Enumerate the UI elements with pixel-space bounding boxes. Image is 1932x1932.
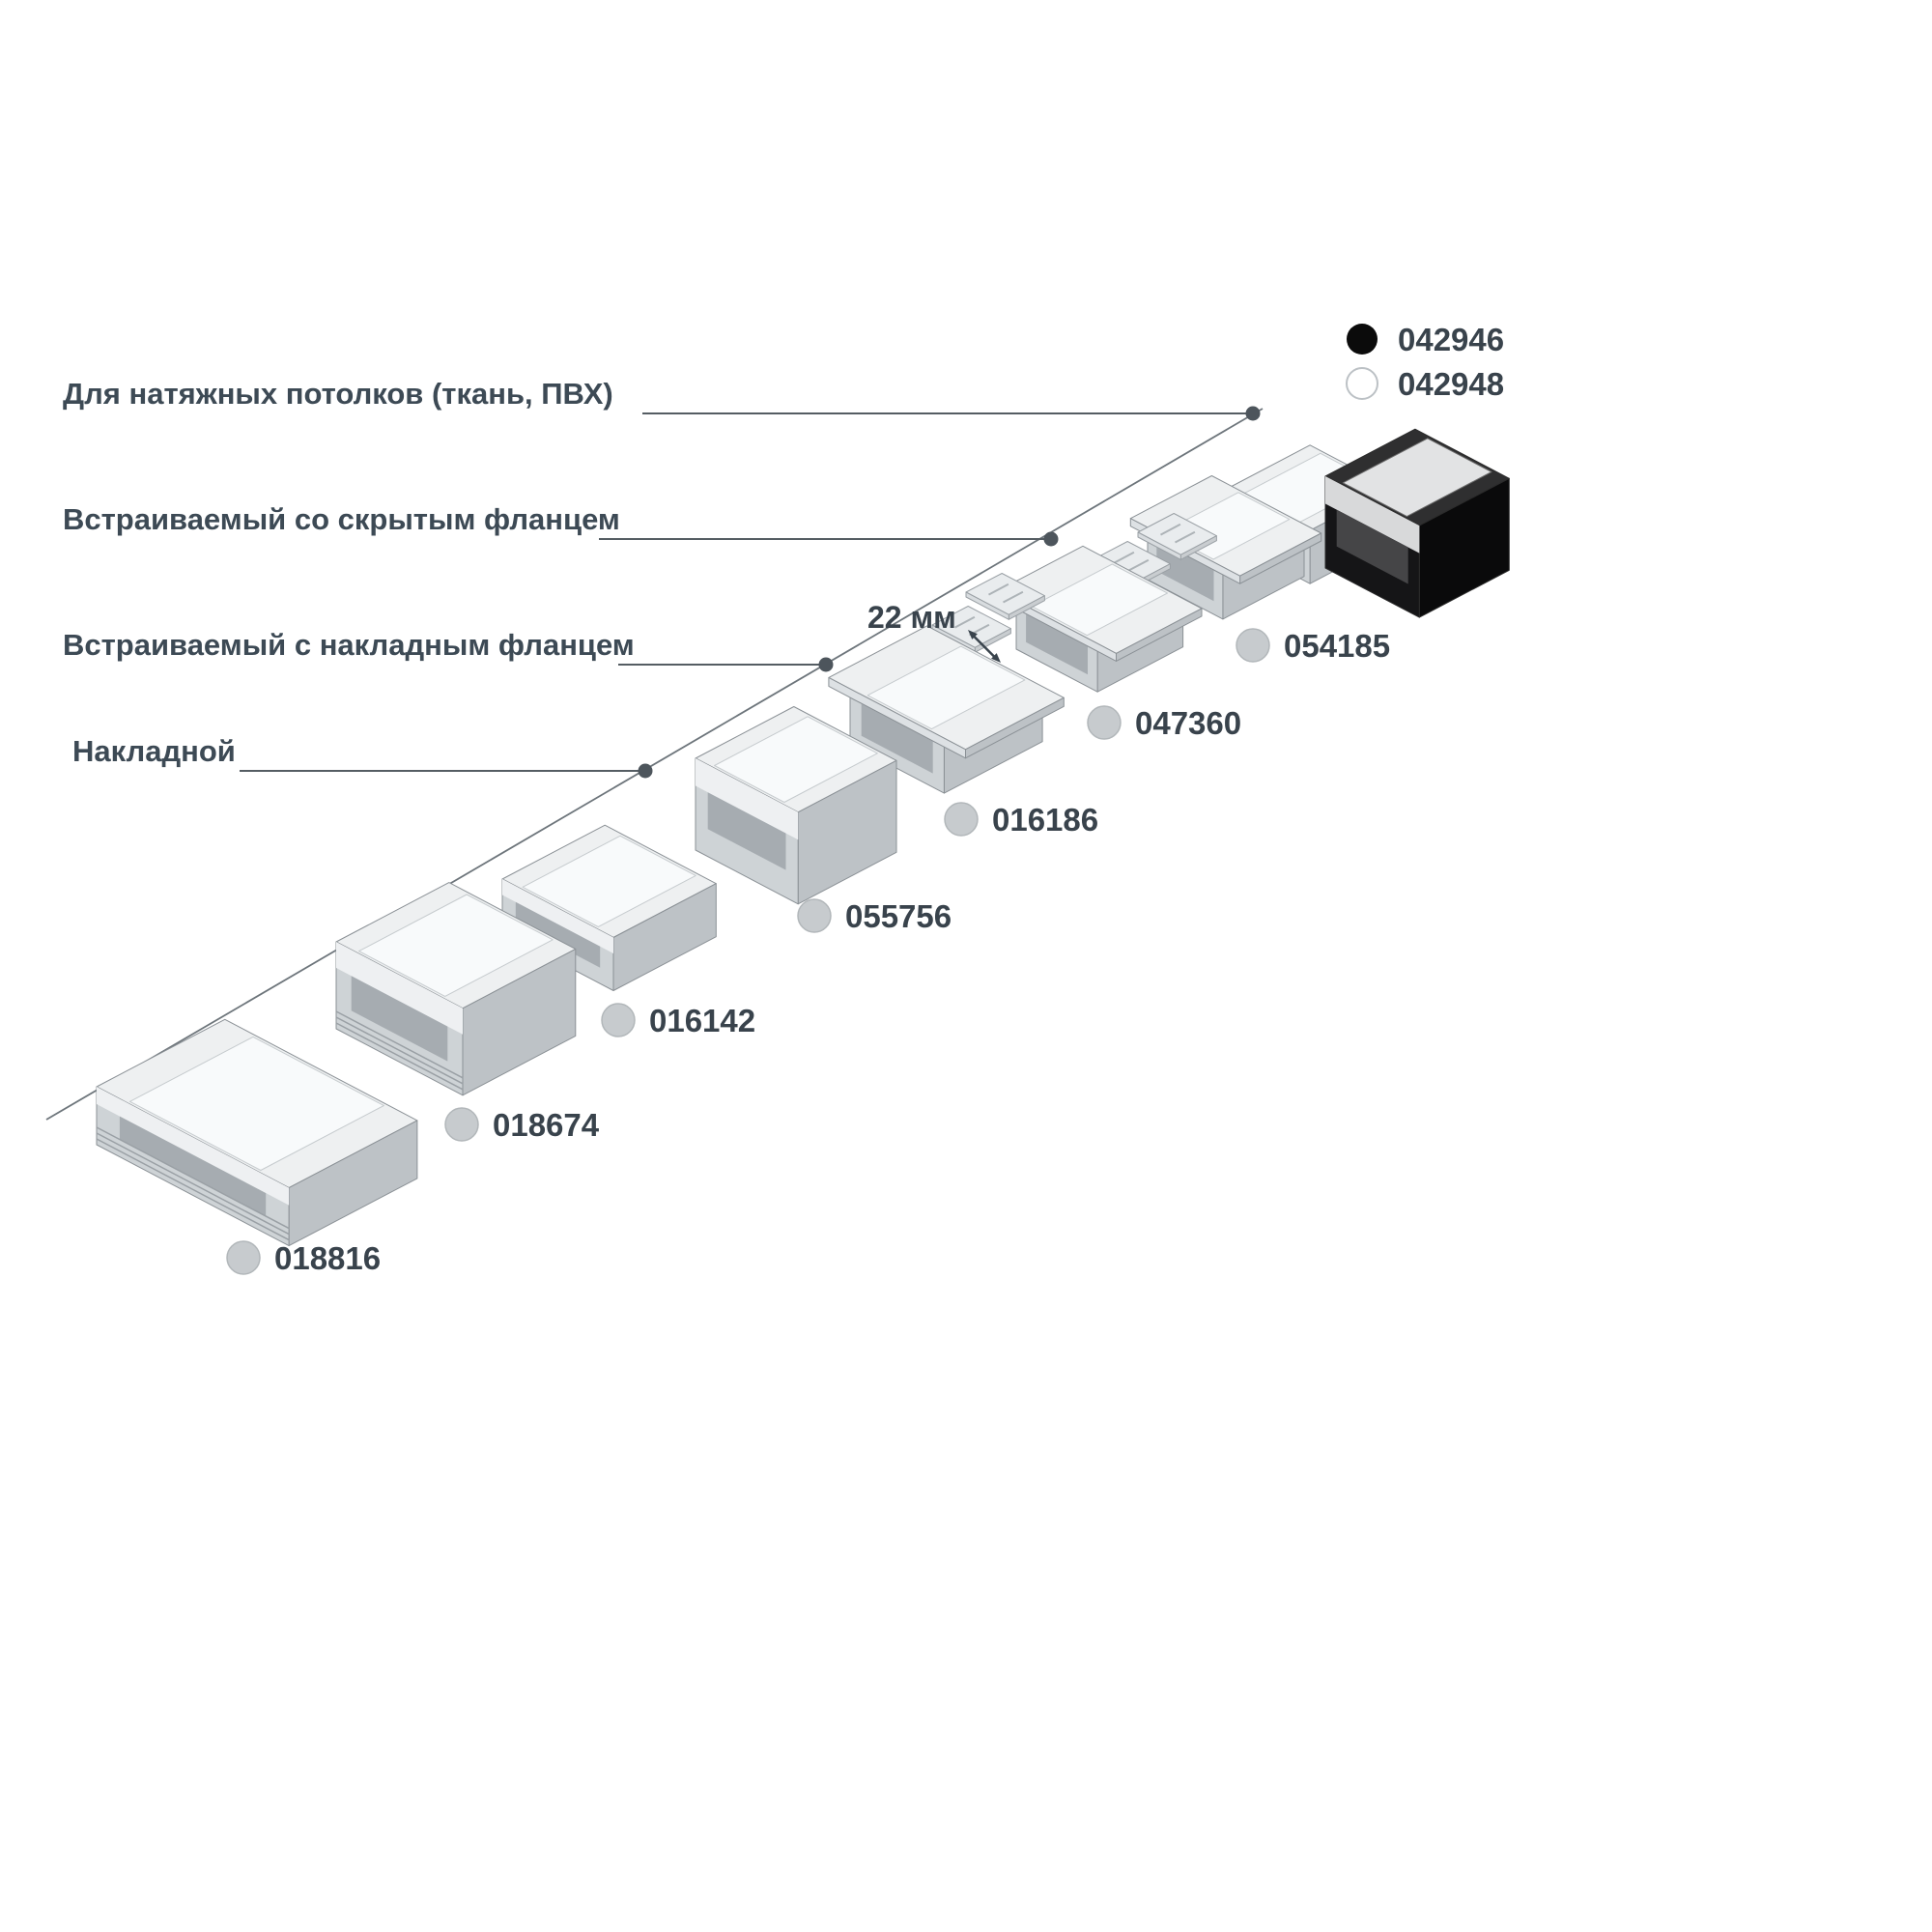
profile-illustration-016186: [828, 625, 1065, 794]
profile-illustration-042946: [1324, 428, 1510, 618]
dimension-22mm: 22 мм: [867, 600, 1001, 663]
mounting-plate-illustration: [1137, 513, 1217, 560]
product-code-054185: 054185: [1284, 628, 1390, 664]
callout-dot: [1043, 531, 1059, 547]
dimension-arrowhead-end: [991, 653, 1001, 663]
product-marker: [226, 1240, 261, 1275]
profile-illustration-016142: [501, 824, 717, 991]
callout-dot: [638, 763, 653, 779]
callout-dot: [818, 657, 834, 672]
product-marker: [1236, 628, 1270, 663]
callout-recessed-surface-flange: Встраиваемый с накладным фланцем: [63, 628, 834, 672]
product-code-055756: 055756: [845, 898, 952, 934]
dimension-label: 22 мм: [867, 600, 956, 635]
callout-dot: [1245, 406, 1261, 421]
category-label-stretch-ceiling: Для натяжных потолков (ткань, ПВХ): [63, 377, 613, 411]
legend-swatch-black: [1347, 324, 1378, 355]
callout-stretch-ceiling: Для натяжных потолков (ткань, ПВХ): [63, 377, 1261, 421]
callout-recessed-hidden-flange: Встраиваемый со скрытым фланцем: [63, 502, 1059, 547]
product-marker: [944, 802, 979, 837]
legend-code-black: 042946: [1398, 322, 1504, 357]
mounting-plate-illustration: [965, 573, 1045, 620]
product-code-016142: 016142: [649, 1003, 755, 1038]
legend: 042946 042948: [1346, 322, 1504, 402]
profile-illustration-018674: [335, 882, 577, 1096]
category-label-surface-mounted: Накладной: [72, 734, 236, 768]
legend-code-white: 042948: [1398, 366, 1504, 402]
product-code-018816: 018816: [274, 1240, 381, 1276]
category-label-surface-flange: Встраиваемый с накладным фланцем: [63, 628, 635, 662]
mounting-plate-illustration: [931, 606, 1011, 653]
legend-swatch-white: [1346, 367, 1378, 400]
guide-line: [45, 408, 1264, 1121]
profiles-layer: [96, 428, 1510, 1247]
product-marker: [797, 898, 832, 933]
product-marker: [1087, 705, 1122, 740]
dimension-arrow-line: [971, 633, 998, 660]
profile-illustration-018816: [96, 1018, 418, 1247]
product-marker: [444, 1107, 479, 1142]
category-label-hidden-flange: Встраиваемый со скрытым фланцем: [63, 502, 620, 536]
product-marker: [601, 1003, 636, 1037]
product-code-016186: 016186: [992, 802, 1098, 838]
product-labels: 018816 018674 016142 055756 016186 04736…: [226, 628, 1390, 1276]
profile-illustration-055756: [695, 706, 897, 905]
product-code-047360: 047360: [1135, 705, 1241, 741]
callout-surface-mounted: Накладной: [72, 734, 653, 779]
dimension-arrowhead-start: [968, 630, 978, 639]
product-code-018674: 018674: [493, 1107, 600, 1143]
